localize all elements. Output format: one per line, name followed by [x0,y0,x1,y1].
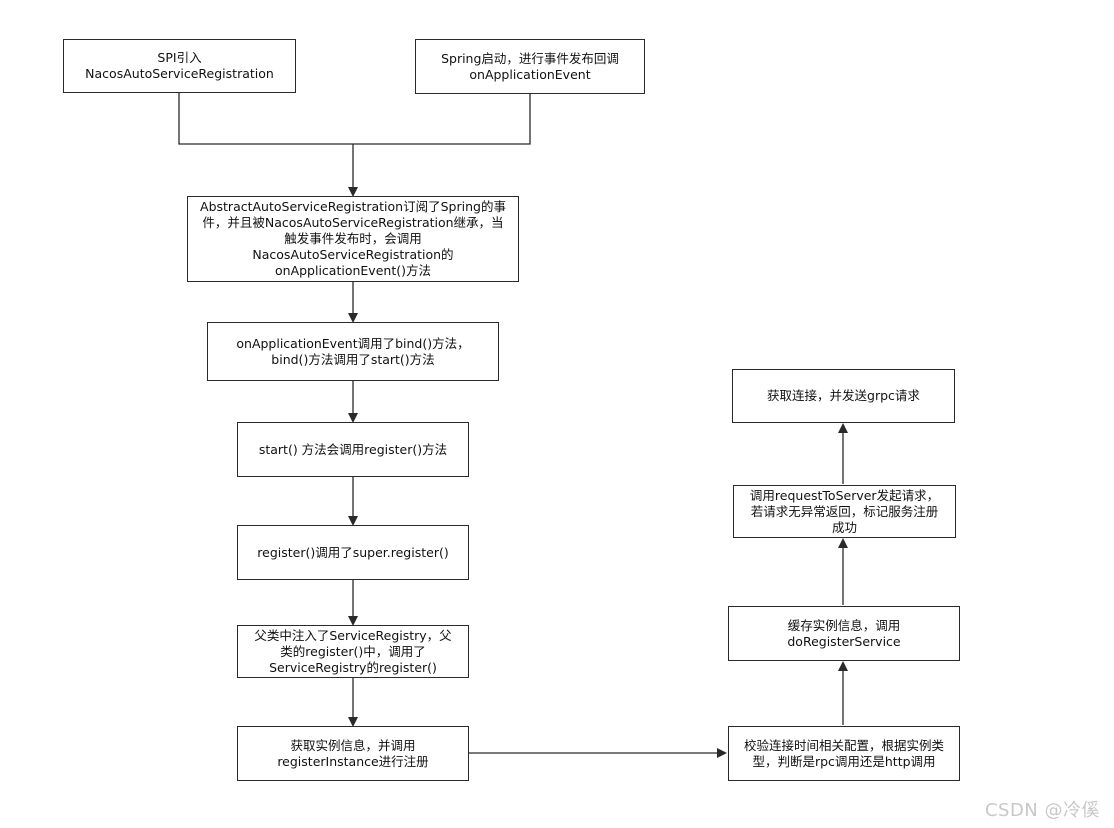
node-on-event-bind-text: onApplicationEvent调用了bind()方法， bind()方法调… [236,335,470,367]
node-spring-start: Spring启动，进行事件发布回调 onApplicationEvent [415,39,645,94]
node-get-instance-text: 获取实例信息，并调用 registerInstance进行注册 [277,737,429,769]
node-on-event-bind: onApplicationEvent调用了bind()方法， bind()方法调… [207,322,499,381]
connector-spring-merge [353,94,531,145]
connector-spi-merge [178,93,353,145]
node-check-config-text: 校验连接时间相关配置，根据实例类 型，判断是rpc调用还是http调用 [743,737,944,769]
csdn-watermark: CSDN @冷傒 [984,800,1100,821]
node-register-super-text: register()调用了super.register() [257,544,449,560]
node-abstract-subscribe-text: AbstractAutoServiceRegistration订阅了Spring… [200,199,506,278]
node-get-instance: 获取实例信息，并调用 registerInstance进行注册 [237,726,469,781]
node-abstract-subscribe: AbstractAutoServiceRegistration订阅了Spring… [187,196,519,282]
node-start-register: start() 方法会调用register()方法 [237,422,469,477]
node-cache-instance-text: 缓存实例信息，调用 doRegisterService [787,617,901,649]
node-get-connection-text: 获取连接，并发送grpc请求 [767,388,920,403]
node-request-server: 调用requestToServer发起请求， 若请求无异常返回，标记服务注册 成… [733,485,956,538]
node-register-super: register()调用了super.register() [237,525,469,580]
node-start-register-text: start() 方法会调用register()方法 [258,441,448,457]
node-spring-start-text: Spring启动，进行事件发布回调 onApplicationEvent [441,50,619,82]
node-request-server-text: 调用requestToServer发起请求， 若请求无异常返回，标记服务注册 成… [749,487,940,535]
node-get-connection: 获取连接，并发送grpc请求 [732,369,955,423]
node-parent-registry-text: 父类中注入了ServiceRegistry，父 类的register()中，调用… [254,627,452,675]
node-cache-instance: 缓存实例信息，调用 doRegisterService [728,606,960,661]
node-spi-import: SPI引入 NacosAutoServiceRegistration [63,39,296,93]
node-check-config: 校验连接时间相关配置，根据实例类 型，判断是rpc调用还是http调用 [728,726,960,781]
node-spi-import-text: SPI引入 NacosAutoServiceRegistration [85,50,274,81]
node-parent-registry: 父类中注入了ServiceRegistry，父 类的register()中，调用… [237,625,469,678]
